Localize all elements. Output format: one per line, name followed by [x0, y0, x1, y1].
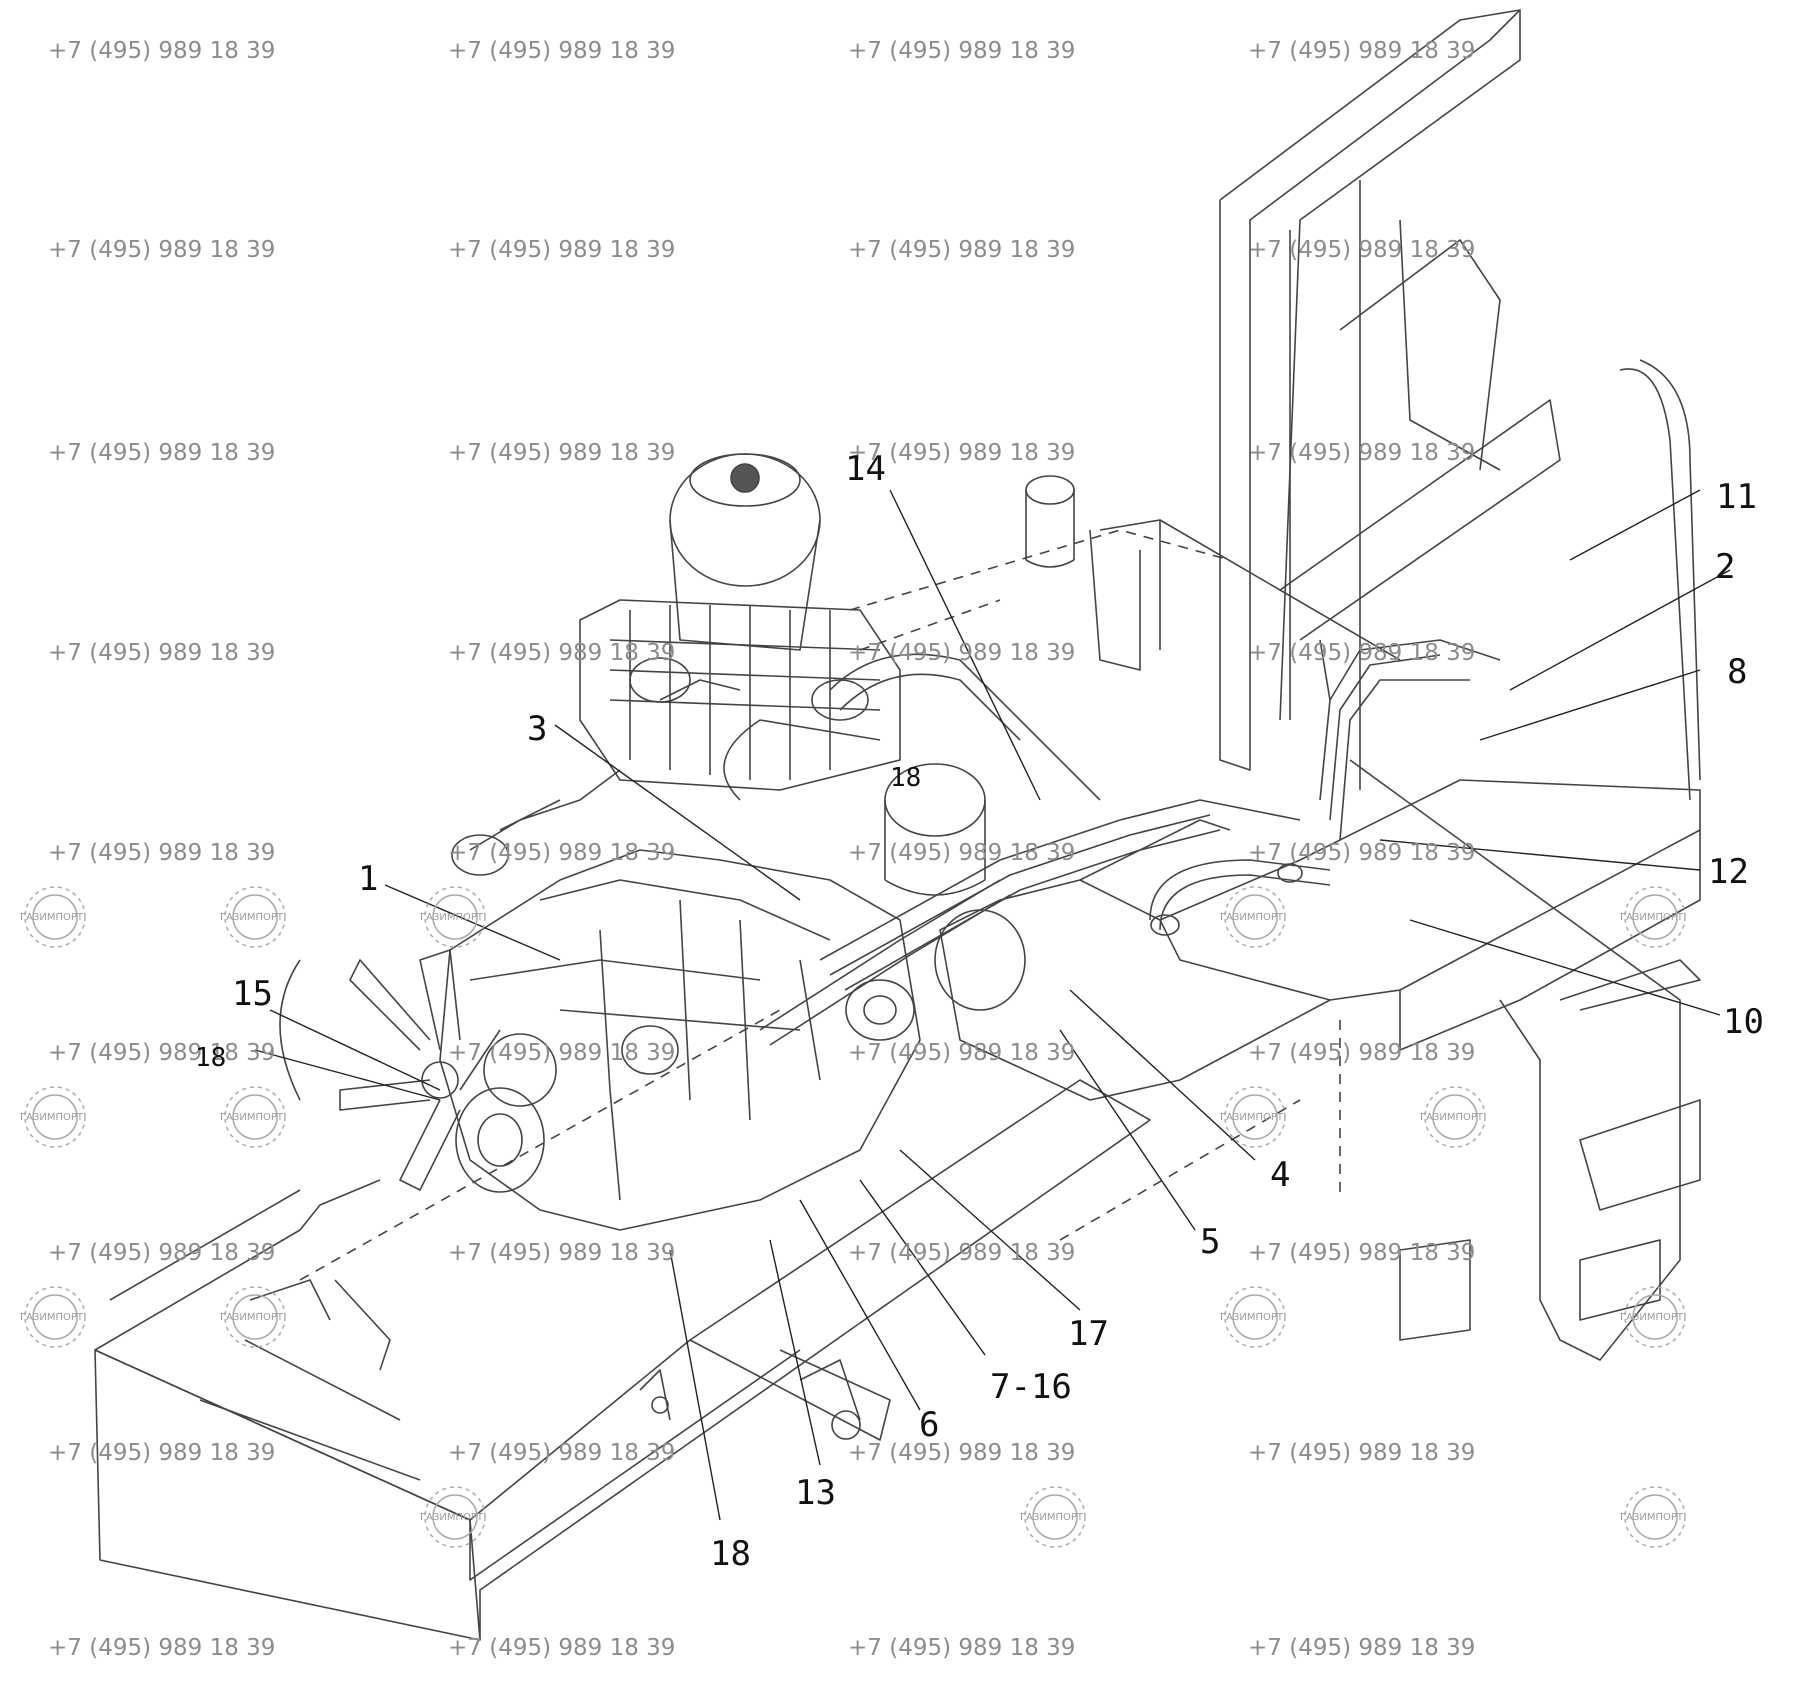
callout-14: 14 — [845, 449, 886, 489]
callout-4: 4 — [1270, 1155, 1291, 1195]
watermark-phone: +7 (495) 989 18 39 — [448, 1440, 676, 1466]
gear-logo-icon — [1024, 1486, 1086, 1548]
watermark-phone: +7 (495) 989 18 39 — [1248, 440, 1476, 466]
watermark-phone: +7 (495) 989 18 39 — [48, 1635, 276, 1661]
gear-logo-icon — [24, 1086, 86, 1148]
gear-logo-icon — [1424, 1086, 1486, 1148]
watermark-phone: +7 (495) 989 18 39 — [848, 640, 1076, 666]
watermark-brand: ГАЗИМПОРТ — [420, 1512, 483, 1523]
watermark-brand: ГАЗИМПОРТ — [1420, 1112, 1483, 1123]
watermark-brand: ГАЗИМПОРТ — [1620, 912, 1683, 923]
gear-logo-icon — [1624, 1486, 1686, 1548]
watermark-phone: +7 (495) 989 18 39 — [848, 1635, 1076, 1661]
watermark-phone: +7 (495) 989 18 39 — [448, 1240, 676, 1266]
watermark-brand: ГАЗИМПОРТ — [1620, 1312, 1683, 1323]
watermark-phone: +7 (495) 989 18 39 — [448, 840, 676, 866]
gear-logo-icon — [1624, 886, 1686, 948]
gear-logo-icon — [24, 1286, 86, 1348]
callout-6: 6 — [919, 1405, 940, 1445]
watermark-phone: +7 (495) 989 18 39 — [1248, 1635, 1476, 1661]
watermark-phone: +7 (495) 989 18 39 — [48, 440, 276, 466]
gear-logo-icon — [24, 886, 86, 948]
watermark-phone: +7 (495) 989 18 39 — [48, 237, 276, 263]
gear-logo-icon — [424, 886, 486, 948]
watermark-brand: ГАЗИМПОРТ — [1220, 1112, 1283, 1123]
watermark-brand: ГАЗИМПОРТ — [420, 912, 483, 923]
callout-2: 2 — [1715, 547, 1736, 587]
watermark-brand: ГАЗИМПОРТ — [1620, 1512, 1683, 1523]
watermark-brand: ГАЗИМПОРТ — [220, 1312, 283, 1323]
watermark-phone: +7 (495) 989 18 39 — [1248, 1040, 1476, 1066]
watermark-phone: +7 (495) 989 18 39 — [448, 440, 676, 466]
watermark-brand: ГАЗИМПОРТ — [1220, 1312, 1283, 1323]
callout-18: 18 — [890, 763, 922, 793]
watermark-phone: +7 (495) 989 18 39 — [1248, 840, 1476, 866]
watermark-phone: +7 (495) 989 18 39 — [1248, 237, 1476, 263]
gear-logo-icon — [224, 1086, 286, 1148]
watermark-phone: +7 (495) 989 18 39 — [48, 840, 276, 866]
gear-logo-icon — [1224, 886, 1286, 948]
callout-8: 8 — [1727, 652, 1748, 692]
watermark-phone: +7 (495) 989 18 39 — [448, 38, 676, 64]
gear-logo-icon — [424, 1486, 486, 1548]
watermark-phone: +7 (495) 989 18 39 — [1248, 1440, 1476, 1466]
watermark-phone: +7 (495) 989 18 39 — [848, 840, 1076, 866]
gear-logo-icon — [1224, 1286, 1286, 1348]
watermark-phone: +7 (495) 989 18 39 — [1248, 38, 1476, 64]
watermark-phone: +7 (495) 989 18 39 — [448, 1635, 676, 1661]
watermark-phone: +7 (495) 989 18 39 — [848, 237, 1076, 263]
watermark-brand: ГАЗИМПОРТ — [1220, 912, 1283, 923]
watermark-phone: +7 (495) 989 18 39 — [48, 640, 276, 666]
watermark-phone: +7 (495) 989 18 39 — [848, 1440, 1076, 1466]
callout-12: 12 — [1708, 852, 1749, 892]
watermark-phone: +7 (495) 989 18 39 — [848, 1040, 1076, 1066]
watermark-brand: ГАЗИМПОРТ — [20, 912, 83, 923]
gear-logo-icon — [1224, 1086, 1286, 1148]
callout-1: 1 — [358, 859, 379, 899]
callout-18: 18 — [195, 1043, 227, 1073]
watermark-phone: +7 (495) 989 18 39 — [848, 1240, 1076, 1266]
callout-5: 5 — [1200, 1222, 1221, 1262]
gear-logo-icon — [224, 1286, 286, 1348]
watermark-phone: +7 (495) 989 18 39 — [848, 440, 1076, 466]
gear-logo-icon — [1624, 1286, 1686, 1348]
watermark-brand: ГАЗИМПОРТ — [220, 912, 283, 923]
watermark-phone: +7 (495) 989 18 39 — [48, 1240, 276, 1266]
callout-17: 17 — [1068, 1314, 1109, 1354]
watermark-brand: ГАЗИМПОРТ — [20, 1112, 83, 1123]
watermark-phone: +7 (495) 989 18 39 — [448, 640, 676, 666]
watermark-brand: ГАЗИМПОРТ — [220, 1112, 283, 1123]
watermark-phone: +7 (495) 989 18 39 — [848, 38, 1076, 64]
watermark-phone: +7 (495) 989 18 39 — [448, 237, 676, 263]
callout-7-16: 7-16 — [990, 1367, 1072, 1407]
watermark-phone: +7 (495) 989 18 39 — [48, 1440, 276, 1466]
watermark-brand: ГАЗИМПОРТ — [1020, 1512, 1083, 1523]
watermark-phone: +7 (495) 989 18 39 — [1248, 1240, 1476, 1266]
callout-13: 13 — [795, 1473, 836, 1513]
callout-11: 11 — [1716, 477, 1757, 517]
gear-logo-icon — [224, 886, 286, 948]
watermark-brand: ГАЗИМПОРТ — [20, 1312, 83, 1323]
callout-3: 3 — [527, 709, 548, 749]
watermark-phone: +7 (495) 989 18 39 — [1248, 640, 1476, 666]
watermark-phone: +7 (495) 989 18 39 — [448, 1040, 676, 1066]
callout-15: 15 — [232, 974, 273, 1014]
callout-10: 10 — [1723, 1002, 1764, 1042]
watermark-phone: +7 (495) 989 18 39 — [48, 38, 276, 64]
watermark-phone: +7 (495) 989 18 39 — [48, 1040, 276, 1066]
callout-18: 18 — [710, 1534, 751, 1574]
